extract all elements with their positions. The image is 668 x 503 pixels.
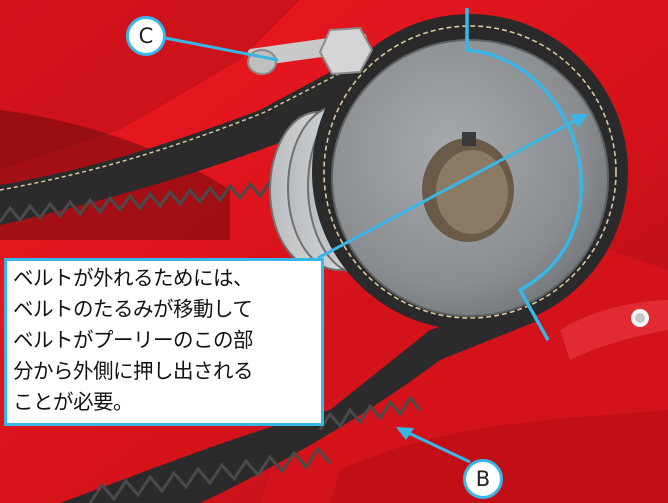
note-line-2: ベルトのたるみが移動して (13, 297, 253, 321)
note-pointer-arrowhead (570, 114, 588, 128)
housing-lower-edge (330, 410, 668, 503)
pulley-region-bracket (465, 8, 584, 341)
note-line-3: ベルトがプーリーのこの部 (13, 328, 254, 352)
upper-belt-teeth (0, 179, 282, 223)
lower-belt-teeth (88, 446, 332, 503)
pulley-face-rim (331, 39, 609, 317)
explanation-note: ベルトが外れるためには、 ベルトのたるみが移動して ベルトがプーリーのこの部 分… (4, 258, 324, 426)
lower-belt-teeth-2 (318, 395, 422, 431)
lower-belt (60, 300, 540, 503)
note-line-5: ことが必要。 (13, 390, 134, 414)
upper-belt-stitch (0, 44, 396, 191)
pulley-keyway (462, 132, 476, 146)
pulley-belt-stitch (323, 25, 617, 319)
note-pointer-line (317, 116, 581, 260)
callout-b-arrowhead (396, 427, 414, 440)
pulley-bore-inner (436, 150, 508, 234)
upper-belt (0, 40, 430, 225)
bolt-hole-inner (635, 313, 645, 323)
note-line-1: ベルトが外れるためには、 (13, 266, 254, 290)
callout-c-leader (159, 35, 279, 62)
note-line-4: 分から外側に押し出される (13, 359, 254, 383)
callout-c-marker: C (126, 16, 166, 56)
callout-b-marker: B (463, 459, 503, 499)
bolt-head (318, 26, 374, 76)
